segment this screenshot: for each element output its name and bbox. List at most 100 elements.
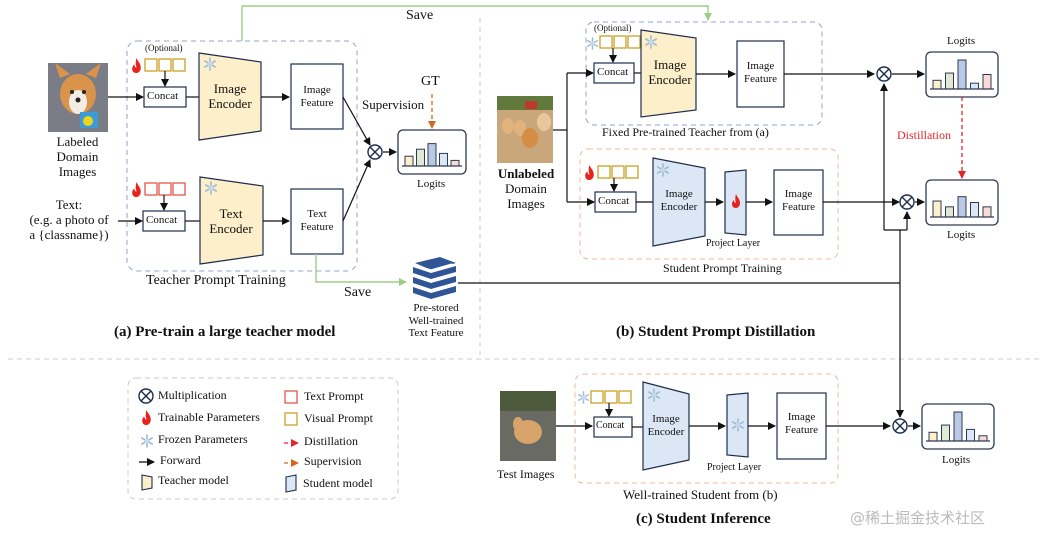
logits-bar bbox=[970, 82, 979, 90]
project-layer-label: Project Layer bbox=[706, 238, 761, 249]
visual-prompt-tokens bbox=[590, 390, 632, 404]
save-arrow-bottom bbox=[315, 254, 407, 286]
concat-label: Concat bbox=[598, 195, 630, 207]
image-feature-box bbox=[290, 63, 344, 130]
logits-bar bbox=[945, 206, 954, 218]
logits-bar bbox=[404, 155, 414, 167]
fixed-teacher-label: Fixed Pre-trained Teacher from (a) bbox=[602, 125, 769, 139]
project-layer-student bbox=[724, 169, 747, 236]
flame-icon bbox=[585, 165, 594, 180]
logits-bar bbox=[928, 431, 938, 442]
watermark: @稀土掘金技术社区 bbox=[850, 509, 986, 527]
image-feature-box-teacher bbox=[736, 40, 785, 108]
image-encoder-teacher bbox=[198, 52, 262, 141]
text-feature-box bbox=[290, 188, 344, 255]
panel-c bbox=[500, 373, 995, 484]
panel-b-title: (b) Student Prompt Distillation bbox=[616, 324, 816, 340]
legend-label: Student model bbox=[303, 476, 373, 490]
concat-label: Concat bbox=[596, 420, 625, 431]
teacher-model-icon bbox=[141, 474, 153, 491]
flame-icon bbox=[132, 58, 141, 73]
image-encoder-student bbox=[652, 157, 706, 247]
text-prompt-tokens bbox=[144, 182, 186, 196]
flame-icon bbox=[132, 182, 141, 197]
logits-label-a: Logits bbox=[417, 178, 446, 190]
legend-label: Frozen Parameters bbox=[158, 432, 248, 446]
labeled-domain-image bbox=[48, 63, 108, 132]
logits-bar bbox=[427, 143, 437, 167]
save-label-top: Save bbox=[406, 8, 434, 23]
snowflake-icon bbox=[141, 434, 153, 448]
legend-label: Trainable Parameters bbox=[158, 410, 260, 424]
panel-a-title: (a) Pre-train a large teacher model bbox=[114, 324, 336, 340]
panel-c-title: (c) Student Inference bbox=[636, 511, 771, 527]
logits-label-student: Logits bbox=[947, 229, 976, 241]
multiplication-icon bbox=[876, 66, 892, 82]
logits-bar bbox=[970, 202, 979, 218]
logits-bar bbox=[941, 424, 950, 442]
test-image bbox=[500, 391, 556, 461]
legend-label: Visual Prompt bbox=[304, 411, 373, 425]
multiplication-icon bbox=[138, 388, 154, 404]
image-encoder-inference bbox=[642, 381, 690, 471]
logits-bar bbox=[439, 152, 448, 167]
logits-bar bbox=[978, 435, 988, 442]
legend bbox=[127, 377, 399, 500]
concat-label: Concat bbox=[146, 214, 178, 226]
logits-bar bbox=[966, 428, 975, 442]
image-encoder-teacher-fixed bbox=[640, 29, 697, 118]
visual-prompt-tokens bbox=[597, 165, 639, 179]
logits-bar bbox=[450, 159, 460, 167]
logits-bar bbox=[945, 72, 954, 90]
flame-icon bbox=[142, 410, 151, 425]
logits-bar bbox=[932, 79, 942, 90]
legend-label: Forward bbox=[160, 453, 201, 467]
logits-chart-inference bbox=[921, 403, 995, 450]
logits-bar bbox=[957, 196, 967, 218]
visual-prompt-icon bbox=[284, 412, 298, 426]
student-model-icon bbox=[285, 474, 297, 493]
panel-a bbox=[48, 5, 900, 299]
panel-b bbox=[497, 21, 999, 418]
snowflake-icon bbox=[586, 37, 599, 50]
save-arrow-top bbox=[241, 5, 712, 41]
concat-label: Concat bbox=[147, 90, 179, 102]
student-prompt-training-label: Student Prompt Training bbox=[663, 261, 782, 275]
text-encoder-teacher bbox=[199, 176, 264, 265]
logits-chart-teacher bbox=[925, 51, 999, 98]
visual-prompt-tokens bbox=[144, 58, 186, 72]
legend-label: Teacher model bbox=[158, 473, 229, 487]
snowflake-icon bbox=[577, 391, 590, 404]
logits-bar bbox=[932, 200, 942, 218]
text-prompt-icon bbox=[284, 390, 298, 404]
well-trained-student-label: Well-trained Student from (b) bbox=[623, 487, 778, 502]
project-layer-label: Project Layer bbox=[707, 462, 762, 473]
legend-label: Supervision bbox=[304, 454, 362, 468]
logits-bar bbox=[953, 411, 963, 442]
book-stack-icon bbox=[413, 257, 456, 299]
multiplication-icon bbox=[892, 418, 908, 434]
optional-label: (Optional) bbox=[145, 43, 183, 53]
well-trained-student-group bbox=[574, 373, 839, 484]
multiplication-icon bbox=[367, 144, 383, 160]
logits-label-inference: Logits bbox=[942, 454, 971, 466]
legend-label: Text Prompt bbox=[304, 389, 364, 403]
gt-label: GT bbox=[421, 74, 440, 89]
logits-bar bbox=[982, 206, 992, 218]
logits-chart-a bbox=[397, 129, 467, 175]
logits-bar bbox=[957, 59, 967, 90]
save-label-bottom: Save bbox=[344, 285, 372, 300]
legend-label: Distillation bbox=[304, 434, 358, 448]
